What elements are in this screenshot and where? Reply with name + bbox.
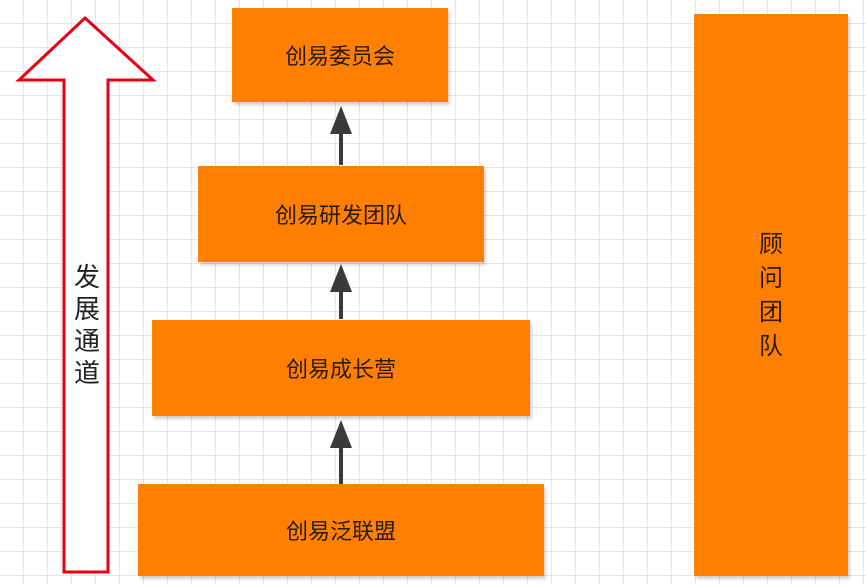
connector-rd-to-committee: [330, 106, 352, 165]
alliance-label: 创易泛联盟: [285, 520, 396, 545]
advisor-team-char: 队: [759, 332, 783, 360]
development-channel-char: 通: [73, 327, 100, 357]
growth-camp-label: 创易成长营: [285, 358, 396, 383]
advisor-team-char: 顾: [759, 230, 783, 258]
rd-team-label: 创易研发团队: [274, 204, 407, 229]
advisor-team-char: 团: [759, 298, 783, 326]
development-channel-char: 道: [73, 359, 100, 389]
rd-team-box: 创易研发团队: [198, 166, 484, 262]
advisor-team-char: 问: [759, 264, 783, 292]
advisor-team-box: 顾 问 团 队: [694, 14, 848, 576]
development-channel-char: 展: [73, 295, 100, 325]
growth-camp-box: 创易成长营: [152, 320, 530, 416]
alliance-box: 创易泛联盟: [138, 484, 544, 576]
development-channel-char: 发: [73, 263, 100, 293]
development-channel-label: 发 展 通 道: [67, 262, 107, 390]
development-arrow-icon: [15, 15, 157, 574]
connector-alliance-to-growth: [330, 420, 352, 484]
committee-box: 创易委员会: [232, 8, 448, 102]
committee-label: 创易委员会: [284, 45, 395, 70]
connector-growth-to-rd: [330, 264, 352, 319]
